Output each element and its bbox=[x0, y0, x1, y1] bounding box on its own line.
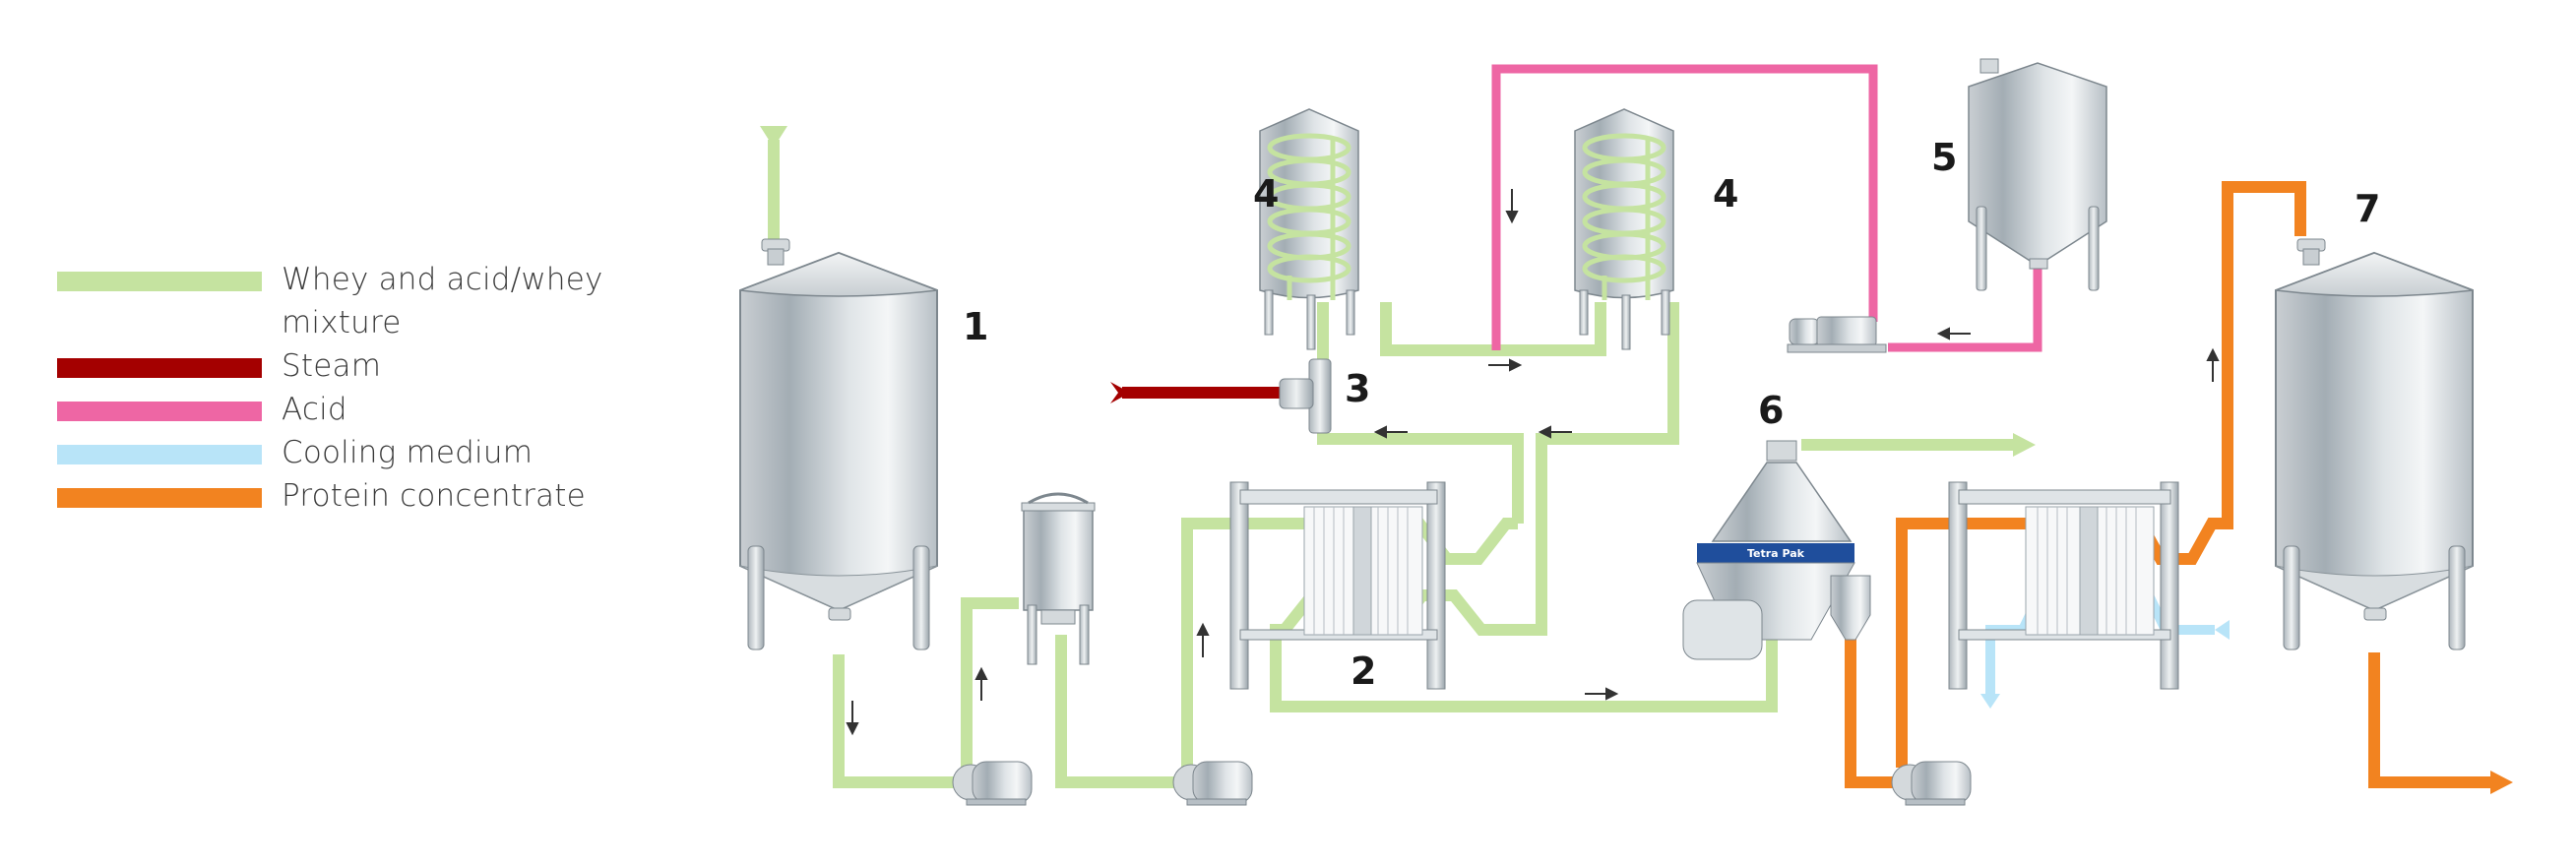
label-tank-1: 1 bbox=[963, 305, 988, 348]
holding-tank-4a[interactable] bbox=[1259, 108, 1359, 350]
legend-swatch-acid bbox=[57, 402, 262, 421]
legend-item-whey: Whey and acid/whey mixture bbox=[57, 258, 656, 344]
pipes-steam bbox=[1110, 382, 1280, 403]
arrowhead-whey-outlet bbox=[2013, 433, 2036, 457]
legend: Whey and acid/whey mixture Steam Acid Co… bbox=[57, 258, 656, 518]
legend-label-acid: Acid bbox=[282, 392, 347, 427]
tank-1[interactable] bbox=[739, 238, 938, 650]
legend-item-steam: Steam bbox=[57, 344, 656, 388]
label-acid-tank-5: 5 bbox=[1931, 136, 1957, 179]
flow-arrow-down-icon bbox=[846, 701, 859, 736]
legend-swatch-whey bbox=[57, 272, 262, 291]
pipe-whey-pump1-buffer bbox=[961, 597, 1019, 768]
legend-item-cooling: Cooling medium bbox=[57, 431, 656, 474]
arrowhead-whey-inlet bbox=[760, 126, 787, 148]
flow-arrow-left-icon bbox=[1373, 425, 1408, 439]
heat-exchanger-2[interactable] bbox=[1229, 481, 1446, 690]
cooler-heat-exchanger[interactable] bbox=[1948, 481, 2179, 690]
flow-arrow-right-icon bbox=[1585, 687, 1619, 701]
pipe-whey-hx-separator bbox=[1270, 630, 1778, 712]
label-holding-tank-4b: 4 bbox=[1713, 172, 1738, 216]
acid-tank-5[interactable] bbox=[1968, 58, 2107, 291]
pump-1[interactable] bbox=[952, 761, 1033, 806]
legend-label-steam: Steam bbox=[282, 348, 382, 384]
flow-arrow-up-icon bbox=[974, 666, 988, 701]
pipe-acid-pump-main bbox=[1491, 64, 1878, 350]
legend-label-protein: Protein concentrate bbox=[282, 478, 586, 514]
flow-arrow-left-icon bbox=[1936, 327, 1971, 340]
arrowhead-cooling-in bbox=[2215, 620, 2230, 640]
holding-tank-4b[interactable] bbox=[1574, 108, 1674, 350]
acid-dosing-pump[interactable] bbox=[1787, 316, 1887, 353]
legend-label-cooling: Cooling medium bbox=[282, 435, 534, 470]
label-product-tank-7: 7 bbox=[2355, 187, 2380, 230]
label-heat-exchanger-2: 2 bbox=[1351, 650, 1376, 693]
legend-swatch-steam bbox=[57, 358, 262, 378]
legend-item-protein: Protein concentrate bbox=[57, 474, 656, 518]
flow-arrows bbox=[846, 189, 2220, 736]
flow-arrow-up-icon bbox=[2206, 347, 2220, 382]
legend-label-whey: Whey and acid/whey mixture bbox=[282, 262, 603, 340]
pipes-whey bbox=[768, 140, 2013, 788]
pipe-whey-buffer-pump2 bbox=[1055, 635, 1181, 788]
pipe-acid-tank5-pump bbox=[1888, 266, 2042, 352]
legend-item-acid: Acid bbox=[57, 388, 656, 431]
arrowhead-steam bbox=[1110, 382, 1130, 403]
product-tank-7[interactable] bbox=[2275, 238, 2474, 650]
pipe-protein-tank7-out bbox=[2368, 652, 2490, 788]
separator-brand-label: Tetra Pak bbox=[1747, 547, 1805, 560]
pipe-whey-tank1-pump1 bbox=[833, 654, 963, 788]
steam-injector-3[interactable] bbox=[1279, 358, 1332, 434]
separator-6[interactable]: Tetra Pak bbox=[1682, 440, 1871, 660]
flow-arrow-right-icon bbox=[1488, 358, 1523, 372]
pipe-protein-separator-pump3 bbox=[1845, 615, 1900, 788]
label-steam-injector-3: 3 bbox=[1345, 367, 1370, 410]
pipes-acid bbox=[1491, 64, 2042, 352]
legend-swatch-protein bbox=[57, 488, 262, 508]
arrowhead-protein-outlet bbox=[2490, 771, 2513, 794]
pump-2[interactable] bbox=[1172, 761, 1253, 806]
label-holding-tank-4a: 4 bbox=[1253, 172, 1279, 216]
label-separator-6: 6 bbox=[1758, 389, 1784, 432]
legend-swatch-cooling bbox=[57, 445, 262, 464]
pump-3[interactable] bbox=[1891, 761, 1972, 806]
flow-arrow-down-icon bbox=[1505, 189, 1519, 224]
arrowhead-cooling-out bbox=[1980, 694, 2000, 709]
buffer-tank[interactable] bbox=[1021, 492, 1096, 665]
flow-arrow-left-icon bbox=[1538, 425, 1572, 439]
flow-arrow-up-icon bbox=[1196, 622, 1210, 657]
